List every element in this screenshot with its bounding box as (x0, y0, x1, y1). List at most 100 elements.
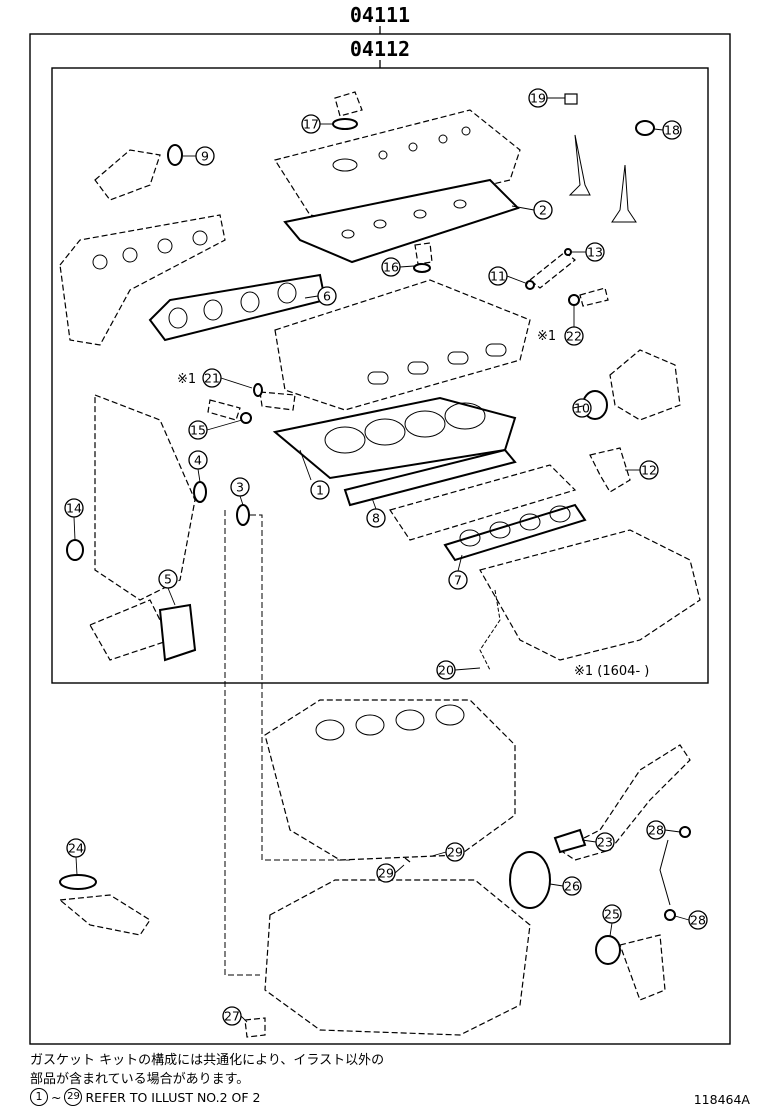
callout-19: 19 (528, 88, 548, 108)
oil-pressure-switch (207, 399, 241, 421)
valve-intake (568, 134, 591, 196)
gasket-23 (553, 828, 587, 854)
callout-21: 21 (202, 368, 222, 388)
valve-exhaust (611, 164, 637, 223)
callout-14: 14 (64, 498, 84, 518)
svg-text:26: 26 (564, 879, 580, 894)
callout-9: 9 (195, 146, 215, 166)
water-pump-gasket (158, 603, 197, 662)
exhaust-manifold (59, 214, 226, 346)
svg-text:3: 3 (236, 480, 244, 495)
flange-24 (58, 894, 151, 936)
svg-text:13: 13 (587, 245, 603, 260)
svg-text:18: 18 (664, 123, 680, 138)
svg-text:29: 29 (447, 845, 463, 860)
outer-frame (29, 33, 731, 1045)
callout-27: 27 (222, 1006, 242, 1026)
cylinder-head-gasket (272, 396, 517, 480)
bracket-12 (589, 447, 631, 493)
callout-13: 13 (585, 242, 605, 262)
svg-text:2: 2 (539, 203, 547, 218)
svg-text:25: 25 (604, 907, 620, 922)
callout-4: 4 (188, 450, 208, 470)
intake-manifold (479, 529, 701, 661)
oil-seal-25 (595, 935, 621, 965)
svg-text:14: 14 (66, 501, 82, 516)
callout-16: 16 (381, 257, 401, 277)
callout-28b: 28 (688, 910, 708, 930)
callout-8: 8 (366, 508, 386, 528)
o-ring-3 (236, 504, 250, 526)
svg-text:23: 23 (597, 835, 613, 850)
inner-kit-code: 04112 (350, 37, 410, 61)
callout-24: 24 (66, 838, 86, 858)
callout-18: 18 (662, 120, 682, 140)
refer-note: 1 ~ 29 REFER TO ILLUST NO.2 OF 2 (30, 1088, 260, 1106)
cylinder-block (264, 699, 516, 861)
drain-plug (244, 1017, 266, 1038)
svg-text:16: 16 (383, 260, 399, 275)
svg-text:29: 29 (378, 866, 394, 881)
filler-cap-gasket (332, 118, 358, 130)
callout-1: 1 (310, 480, 330, 500)
callout-15: 15 (188, 420, 208, 440)
svg-text:9: 9 (201, 149, 209, 164)
callout-22: 22 (564, 326, 584, 346)
callout-29b: 29 (376, 863, 396, 883)
refer-circled-29: 29 (64, 1088, 83, 1106)
svg-text:6: 6 (323, 289, 331, 304)
svg-text:12: 12 (641, 463, 657, 478)
svg-text:21: 21 (204, 371, 220, 386)
callout-17: 17 (301, 114, 321, 134)
callout-25: 25 (602, 904, 622, 924)
svg-text:1: 1 (316, 483, 324, 498)
callout-26: 26 (562, 876, 582, 896)
callout-5: 5 (158, 569, 178, 589)
star-note-21: ※1 (177, 372, 196, 387)
throttle-body (609, 349, 681, 421)
figure-id: 118464A (693, 1092, 750, 1107)
callout-28a: 28 (646, 820, 666, 840)
cylinder-head-cover (274, 109, 521, 221)
svg-text:24: 24 (68, 841, 84, 856)
star-note-22: ※1 (537, 329, 556, 344)
gasket-24 (59, 874, 97, 890)
date-range-note: ※1 (1604- ) (574, 664, 649, 679)
svg-text:7: 7 (454, 573, 462, 588)
intake-gasket-7 (443, 503, 587, 562)
svg-text:27: 27 (224, 1009, 240, 1024)
svg-text:11: 11 (490, 269, 506, 284)
fuel-injector (529, 251, 576, 289)
callout-7: 7 (448, 570, 468, 590)
callout-6: 6 (317, 286, 337, 306)
svg-text:19: 19 (530, 91, 546, 106)
oil-pan (264, 879, 531, 1036)
svg-text:28: 28 (690, 913, 706, 928)
svg-text:5: 5 (164, 572, 172, 587)
svg-text:8: 8 (372, 511, 380, 526)
callout-29a: 29 (445, 842, 465, 862)
exhaust-pipe (94, 149, 161, 201)
water-pump (89, 599, 171, 661)
jp-note-line1: ガスケット キットの構成には共通化により、イラスト以外の (30, 1053, 385, 1068)
jp-note-line2: 部品が含まれている場合があります。 (30, 1072, 250, 1087)
water-bypass-pipe (558, 744, 691, 861)
cylinder-head (274, 279, 531, 411)
timing-chain-cover (94, 394, 196, 601)
rear-oil-seal-26 (509, 851, 551, 909)
callout-23: 23 (595, 832, 615, 852)
pipe-28 (659, 839, 671, 906)
svg-text:17: 17 (303, 117, 319, 132)
refer-tilde: ~ (51, 1089, 62, 1105)
pipe-gasket-ring (167, 144, 183, 166)
oil-filler-cap (334, 91, 363, 117)
water-outlet (619, 934, 666, 1001)
plug-16 (414, 242, 433, 265)
valve-stem-seal-19 (564, 93, 578, 105)
hose-20 (479, 589, 501, 671)
callout-11: 11 (488, 266, 508, 286)
svg-text:22: 22 (566, 329, 582, 344)
callout-3: 3 (230, 477, 250, 497)
outer-kit-code: 04111 (350, 3, 410, 27)
